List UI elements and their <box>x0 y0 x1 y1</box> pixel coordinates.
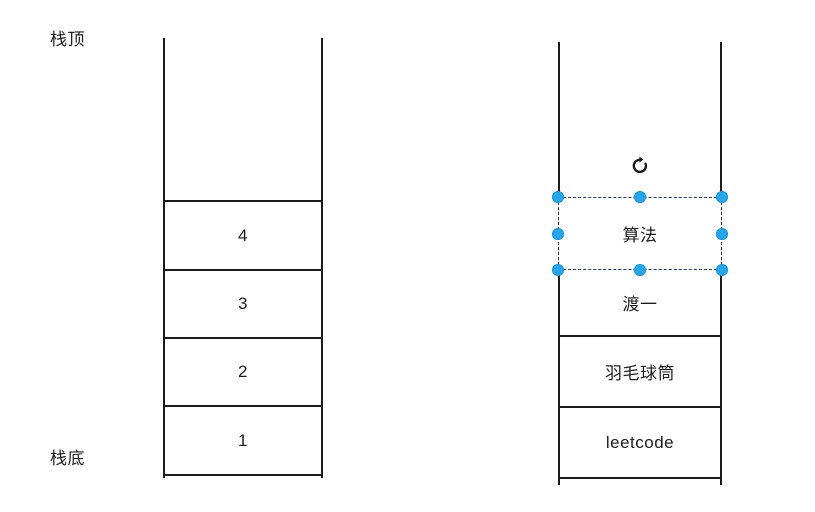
stack-cell[interactable]: leetcode <box>558 406 722 479</box>
stack-items[interactable]: 算法 渡一 羽毛球筒 leetcode <box>552 42 728 485</box>
resize-handle-se[interactable] <box>716 264 728 276</box>
resize-handle-ne[interactable] <box>716 191 728 203</box>
resize-handle-w[interactable] <box>552 227 564 240</box>
stack-cell[interactable]: 羽毛球筒 <box>558 335 722 408</box>
resize-handle-sw[interactable] <box>552 264 564 276</box>
resize-handle-e[interactable] <box>716 227 728 240</box>
stack-numeric[interactable]: 4 3 2 1 <box>163 38 323 478</box>
stack-cell-label: 1 <box>238 430 248 450</box>
stack-cell-label: 羽毛球筒 <box>605 364 675 383</box>
stack-cell[interactable]: 渡一 <box>558 268 722 337</box>
stack-cells: 算法 渡一 羽毛球筒 leetcode <box>552 156 728 485</box>
stack-cell-label: 4 <box>238 225 248 245</box>
stack-bottom-label: 栈底 <box>50 449 85 468</box>
resize-handle-n[interactable] <box>634 191 646 203</box>
selected-shape-label: 算法 <box>622 226 658 245</box>
stack-top-label: 栈顶 <box>50 30 85 49</box>
stack-cell[interactable]: 4 <box>163 200 323 271</box>
resize-handle-s[interactable] <box>634 264 646 276</box>
stack-cell[interactable]: 2 <box>163 337 323 407</box>
stack-cell-label: 2 <box>238 362 248 381</box>
resize-handle-nw[interactable] <box>552 191 564 203</box>
stack-cell-label: leetcode <box>605 432 675 452</box>
rotate-icon[interactable] <box>629 155 651 177</box>
stack-cell-label: 3 <box>238 294 248 313</box>
selected-shape[interactable]: 算法 <box>552 156 728 276</box>
stack-cell[interactable]: 1 <box>163 405 323 476</box>
stack-cells: 4 3 2 1 <box>163 200 323 478</box>
stack-cell[interactable]: 3 <box>163 269 323 339</box>
stack-cell-label: 渡一 <box>622 295 658 314</box>
